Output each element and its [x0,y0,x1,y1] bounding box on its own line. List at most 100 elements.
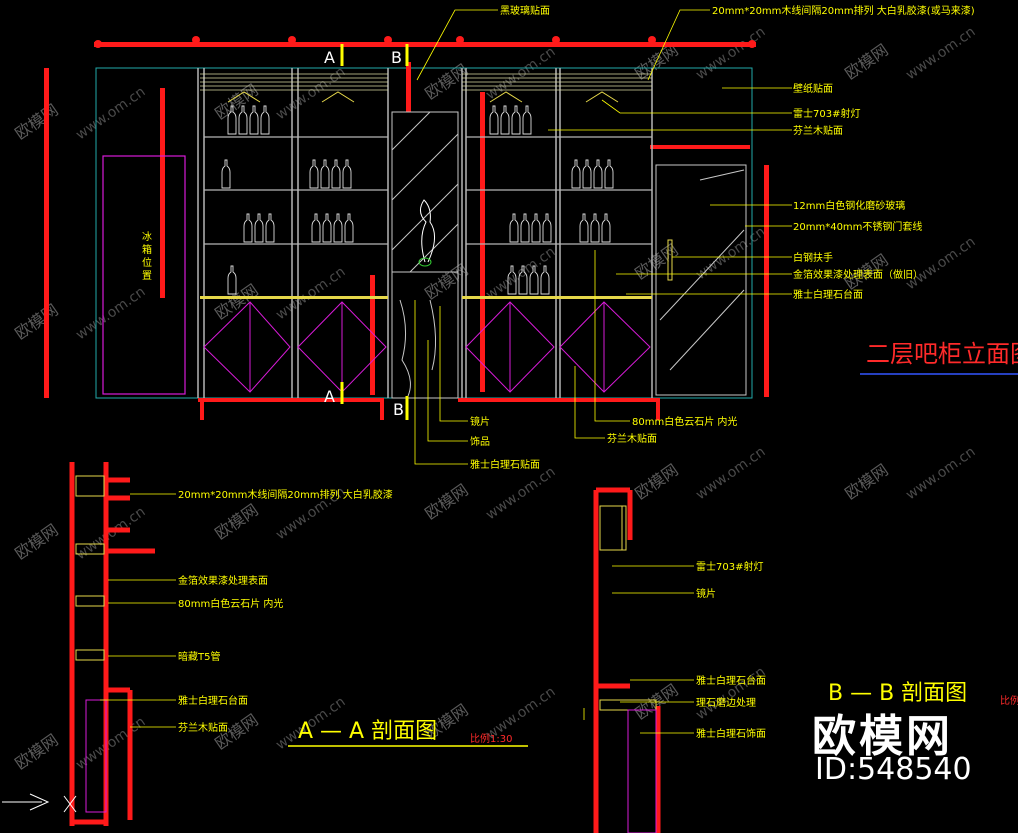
a-callout-wood-strip: 20mm*20mm木线间隔20mm排列 大白乳胶漆 [178,488,393,501]
watermark-text: 欧模网 [421,480,471,523]
wine-bottle [254,213,264,243]
wine-bottle [593,159,603,189]
wine-bottle [529,265,539,295]
callout-wallpaper: 壁纸贴面 [793,82,833,95]
callout-finnish-wood-bottom: 芬兰木贴面 [607,432,657,445]
wine-bottle [540,265,550,295]
wine-bottle [542,213,552,243]
wine-bottle [531,213,541,243]
callout-ornament: 饰品 [470,435,490,448]
wine-bottle [579,213,589,243]
watermark-text: 欧模网 [11,100,61,143]
watermark-url: www.om.cn [483,464,558,523]
model-id: ID:548540 [815,752,972,787]
watermark-text: 欧模网 [631,240,681,283]
section-a-scale: 比例1:30 [470,732,512,745]
callout-spotlight: 雷士703#射灯 [793,107,860,120]
wine-bottle [520,213,530,243]
wine-bottle [518,265,528,295]
section-b-scale: 比例1:30 [1000,694,1018,707]
watermark-url: www.om.cn [693,664,768,723]
watermark-url: www.om.cn [73,714,148,773]
wine-bottle [522,105,532,135]
watermark-url: www.om.cn [903,24,978,83]
watermark-text: 欧模网 [841,460,891,503]
wine-bottle [601,213,611,243]
brand-badge: 欧模网 ID:548540 [812,700,1012,790]
section-marker-a-bottom: A [324,387,335,406]
wine-bottle [604,159,614,189]
section-b-b: 雷士703#射灯 镜片 雅士白理石台面 理石磨边处理 雅士白理石饰面 B — B… [583,487,1018,833]
watermark-url: www.om.cn [273,64,348,123]
section-a-title: A — A 剖面图 [298,719,437,744]
watermark-text: 欧模网 [211,280,261,323]
callout-black-glass: 黑玻璃贴面 [500,4,550,17]
watermark-text: 欧模网 [11,730,61,773]
brand-logo: 欧模网 [812,711,953,762]
elevation-title: 二层吧柜立面图 [866,340,1018,368]
section-marker-b-bottom: B [393,400,404,419]
wine-bottle [260,105,270,135]
wine-bottle [322,213,332,243]
watermark-url: www.om.cn [693,444,768,503]
wine-bottle [344,213,354,243]
callout-marble-counter: 雅士白理石台面 [793,288,863,301]
wine-bottle [227,105,237,135]
section-b-title: B — B 剖面图 [828,681,967,706]
callout-frosted-glass: 12mm白色钢化磨砂玻璃 [793,199,905,212]
a-callout-t5-tube: 暗藏T5管 [178,650,220,663]
watermark-url: www.om.cn [903,234,978,293]
elevation-callouts: 黑玻璃贴面 20mm*20mm木线间隔20mm排列 大白乳胶漆(或马来漆) 壁纸… [470,4,975,471]
wine-bottle [309,159,319,189]
callout-gold-foil: 金箔效果漆处理表面（做旧） [793,268,923,281]
callout-mirror: 镜片 [470,415,490,428]
section-marker-a-top: A [324,48,335,67]
section-a-a: 20mm*20mm木线间隔20mm排列 大白乳胶漆 金箔效果漆处理表面 80mm… [2,462,528,826]
wine-bottle [221,159,231,189]
wine-bottle [507,265,517,295]
a-callout-gold-foil: 金箔效果漆处理表面 [178,574,268,587]
wine-bottle [489,105,499,135]
callout-finnish-wood: 芬兰木贴面 [793,124,843,137]
b-callout-edge-finish: 理石磨边处理 [696,697,756,709]
section-marker-b-top: B [391,48,402,67]
watermark-text: 欧模网 [841,40,891,83]
watermark-url: www.om.cn [73,84,148,143]
wine-bottle [249,105,259,135]
wine-bottle [331,159,341,189]
wine-bottle [582,159,592,189]
callout-steel-frame: 20mm*40mm不锈钢门套线 [793,220,922,233]
wine-bottle [342,159,352,189]
a-callout-finnish-wood: 芬兰木贴面 [178,721,228,734]
wine-bottle [265,213,275,243]
wine-bottle [243,213,253,243]
bar-cabinet-elevation: A B A B 冰箱位置 黑玻璃贴面 20mm*20mm木线间隔20mm排列 大… [44,4,1018,471]
watermark-text: 欧模网 [11,520,61,563]
b-callout-spotlight: 雷士703#射灯 [696,560,763,573]
watermark-url: www.om.cn [903,444,978,503]
wine-bottle [590,213,600,243]
wine-bottle [227,265,237,295]
a-callout-cloud-stone: 80mm白色云石片 内光 [178,597,283,610]
watermark-url: www.om.cn [483,44,558,103]
b-callout-marble-veneer: 雅士白理石饰面 [696,727,766,740]
wine-bottle-group [221,105,614,295]
wine-bottle [320,159,330,189]
watermark-url: www.om.cn [273,264,348,323]
callout-handle: 白钢扶手 [793,251,833,264]
wine-bottle [511,105,521,135]
callout-marble-veneer: 雅士白理石贴面 [470,458,540,471]
ucs-axis-icon [2,793,77,813]
watermark-text: 欧模网 [11,300,61,343]
wine-bottle [509,213,519,243]
wine-bottle [333,213,343,243]
fridge-label: 冰箱位置 [142,230,152,282]
watermark-text: 欧模网 [211,80,261,123]
watermark-url: www.om.cn [693,24,768,83]
callout-cloud-stone: 80mm白色云石片 内光 [632,415,737,428]
wine-bottle [571,159,581,189]
callout-wood-strip: 20mm*20mm木线间隔20mm排列 大白乳胶漆(或马来漆) [712,4,975,17]
wine-bottle [311,213,321,243]
watermark-url: www.om.cn [73,284,148,343]
